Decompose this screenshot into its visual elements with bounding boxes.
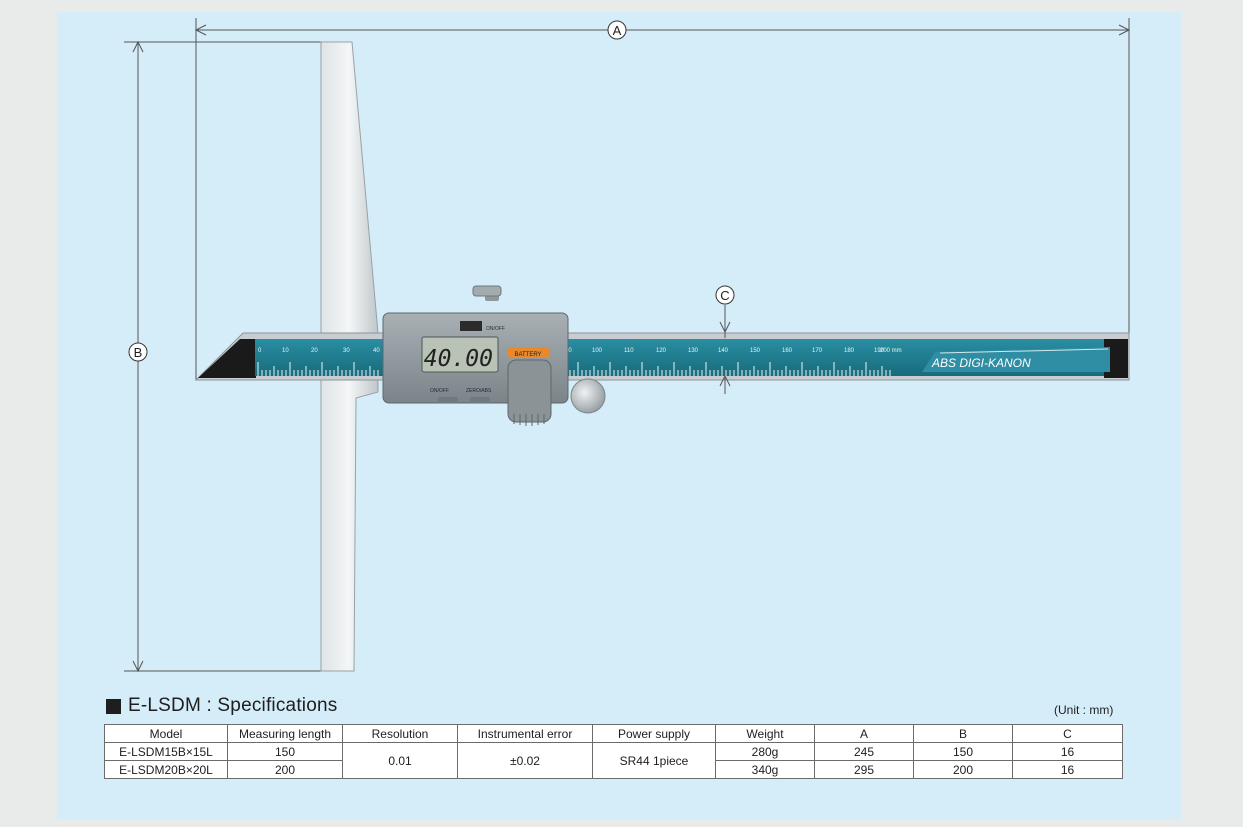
header-c: C xyxy=(1012,724,1123,743)
scale-number: 160 xyxy=(782,348,793,354)
scale-number: 110 xyxy=(624,348,634,354)
header-weight: Weight xyxy=(715,724,815,743)
scale-number: 20 xyxy=(311,348,318,354)
bullet-square-icon xyxy=(106,698,121,714)
scale-number: 10 xyxy=(282,348,289,354)
table-row: E-LSDM15B×15L 150 0.01 ±0.02 SR44 1piece… xyxy=(104,742,1123,779)
lock-knob xyxy=(570,378,606,414)
beam-scale-numbers: 0 10 20 30 40 90 100 110 120 130 140 150… xyxy=(258,348,902,354)
dimension-a: A xyxy=(194,18,1131,380)
lcd-reading: 40.00 xyxy=(424,346,493,372)
zero-abs-label: ZERO/ABS xyxy=(466,388,492,394)
specs-title-text: E-LSDM : Specifications xyxy=(128,695,338,716)
header-model: Model xyxy=(104,724,228,743)
dimension-c-label: C xyxy=(720,288,729,303)
dimension-b: B xyxy=(124,40,322,673)
header-a: A xyxy=(814,724,914,743)
power-button-label: ON/OFF xyxy=(486,326,505,332)
scale-number: 120 xyxy=(656,348,667,354)
scale-number: 200 mm xyxy=(880,348,902,354)
cell-power: SR44 1piece xyxy=(592,742,716,779)
onoff-label: ON/OFF xyxy=(430,388,449,394)
header-b: B xyxy=(913,724,1013,743)
header-power-supply: Power supply xyxy=(592,724,716,743)
scale-number: 150 xyxy=(750,348,761,354)
header-measuring-length: Measuring length xyxy=(227,724,343,743)
scale-number: 170 xyxy=(812,348,823,354)
cell-c: 16 xyxy=(1012,742,1123,761)
lcd-display xyxy=(421,336,499,373)
cell-a: 295 xyxy=(814,760,914,779)
dimension-b-label: B xyxy=(134,345,143,360)
cell-model: E-LSDM20B×20L xyxy=(104,760,228,779)
scale-number: 100 xyxy=(592,348,603,354)
cell-weight: 340g xyxy=(715,760,815,779)
cell-c: 16 xyxy=(1012,760,1123,779)
dimension-c: C xyxy=(715,285,735,394)
cell-a: 245 xyxy=(814,742,914,761)
scale-number: 140 xyxy=(718,348,729,354)
battery-label: BATTERY xyxy=(514,352,541,358)
depth-gauge-drawing: A B 0 10 20 30 40 90 100 110 120 130 140… xyxy=(124,18,1131,673)
cell-model: E-LSDM15B×15L xyxy=(104,742,228,761)
scale-number: 30 xyxy=(343,348,350,354)
beam-scale xyxy=(257,362,891,376)
specs-title: E-LSDM : Specifications xyxy=(106,695,337,717)
cell-b: 150 xyxy=(913,742,1013,761)
scale-number: 180 xyxy=(844,348,855,354)
dimension-a-label: A xyxy=(613,23,622,38)
cell-length: 200 xyxy=(227,760,343,779)
scale-number: 130 xyxy=(688,348,699,354)
brand-label: ABS DIGI-KANON xyxy=(931,356,1031,370)
scale-number: 0 xyxy=(258,348,262,354)
cell-weight: 280g xyxy=(715,742,815,761)
specs-table: Model Measuring length Resolution Instru… xyxy=(104,724,1123,779)
cell-resolution: 0.01 xyxy=(342,742,458,779)
scale-number: 190 xyxy=(874,348,885,354)
cell-length: 150 xyxy=(227,742,343,761)
scale-number: 90 xyxy=(565,348,572,354)
header-instrumental-error: Instrumental error xyxy=(457,724,593,743)
content-panel xyxy=(57,12,1181,820)
table-row: E-LSDM20B×20L 200 340g 295 200 16 xyxy=(104,760,1123,779)
unit-note: (Unit : mm) xyxy=(1054,703,1114,717)
cell-b: 200 xyxy=(913,760,1013,779)
digital-head: ON/OFF 40.00 BATTERY ON/OFF ZERO/ABS xyxy=(382,285,569,426)
table-header-row: Model Measuring length Resolution Instru… xyxy=(104,724,1123,743)
header-resolution: Resolution xyxy=(342,724,458,743)
battery-badge xyxy=(508,347,549,358)
cell-error: ±0.02 xyxy=(457,742,593,779)
scale-number: 40 xyxy=(373,348,380,354)
